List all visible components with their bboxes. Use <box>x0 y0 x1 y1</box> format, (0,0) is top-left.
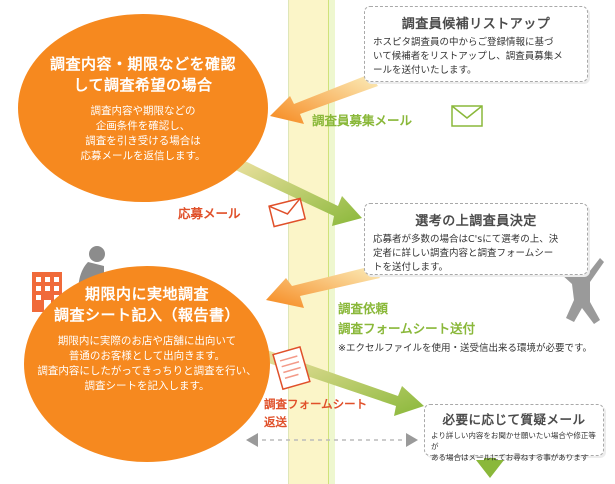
arrow-apply <box>214 150 362 226</box>
envelope-icon <box>268 197 307 228</box>
document-icon <box>272 345 311 391</box>
circle-body: 調査内容や期限などの 企画条件を確認し、 調査を引き受ける場合は 応募メールを返… <box>18 104 268 164</box>
box-body-line: ある場合はメールにてお尋ねする事があります <box>431 453 589 462</box>
circle-body-line: 調査内容や期限などの <box>90 105 196 117</box>
divider-band <box>288 0 328 484</box>
circle-title: 調査内容・期限などを確認 して調査希望の場合 <box>18 54 268 96</box>
circle-body-line: 期限内に実際のお店や店舗に出向いて <box>57 335 237 347</box>
circle-title-line: 調査シート記入（報告書） <box>53 306 240 324</box>
box-body-line: トを送付します。 <box>373 262 449 273</box>
divider-band-green <box>329 0 335 484</box>
box-body-line: より詳しい内容をお聞かせ願いたい場合や修正等が <box>431 431 596 451</box>
envelope-icon <box>451 105 483 127</box>
box-body-line: ホスピタ調査員の中からご登録情報に基づ <box>373 37 554 48</box>
label-recruit-mail: 調査員募集メール <box>312 113 413 128</box>
step-circle-confirm: 調査内容・期限などを確認 して調査希望の場合 調査内容や期限などの 企画条件を確… <box>18 14 268 202</box>
box-body-line: 応募者が多数の場合はC'sにて選考の上、決 <box>373 234 559 245</box>
label-apply-mail: 応募メール <box>178 206 241 221</box>
circle-body-line: 調査シートを記入します。 <box>84 380 210 392</box>
circle-title-line: して調査希望の場合 <box>73 76 213 94</box>
arrow-request <box>266 266 380 308</box>
arrow-down <box>476 452 504 478</box>
circle-body-line: 普通のお客様として出向きます。 <box>68 350 226 362</box>
step-box-selection: 選考の上調査員決定 応募者が多数の場合はC'sにて選考の上、決 定者に詳しい調査… <box>364 203 588 275</box>
dashed-connector <box>246 433 418 447</box>
label-sheet-return: 調査フォームシート <box>264 397 368 411</box>
circle-body-line: 調査を引き受ける場合は <box>85 135 201 147</box>
label-form-send: 調査フォームシート送付 <box>338 321 476 336</box>
box-title: 選考の上調査員決定 <box>415 214 537 229</box>
box-title: 必要に応じて質疑メール <box>442 412 586 427</box>
step-box-question-mail: 必要に応じて質疑メール より詳しい内容をお聞かせ願いたい場合や修正等が ある場合… <box>424 404 604 462</box>
arrow-recruit <box>270 74 378 124</box>
divider-line-left <box>288 0 289 484</box>
box-title: 調査員候補リストアップ <box>401 17 551 32</box>
circle-body-line: 応募メールを返信します。 <box>80 150 206 162</box>
divider-line-right <box>328 0 329 484</box>
box-body-line: いて候補者をリストアップし、調査員募集メ <box>373 51 563 62</box>
circle-body: 期限内に実際のお店や店舗に出向いて 普通のお客様として出向きます。 調査内容にし… <box>24 334 270 394</box>
box-body-line: 定者に詳しい調査内容と調査フォームシー <box>373 248 554 259</box>
box-body: ホスピタ調査員の中からご登録情報に基づ いて候補者をリストアップし、調査員募集メ… <box>365 32 587 78</box>
box-body-line: ールを送付いたします。 <box>373 65 477 76</box>
excel-note: ※エクセルファイルを使用・送受信出来る環境が必要です。 <box>338 343 593 354</box>
box-body: 応募者が多数の場合はC'sにて選考の上、決 定者に詳しい調査内容と調査フォームシ… <box>365 229 587 275</box>
label-request: 調査依頼 <box>338 301 389 316</box>
circle-title: 期限内に実地調査 調査シート記入（報告書） <box>24 284 270 326</box>
box-body: より詳しい内容をお聞かせ願いたい場合や修正等が ある場合はメールにてお尋ねする事… <box>425 428 603 463</box>
step-box-candidate-list: 調査員候補リストアップ ホスピタ調査員の中からご登録情報に基づ いて候補者をリス… <box>364 6 588 82</box>
circle-title-line: 調査内容・期限などを確認 <box>49 55 236 73</box>
circle-body-line: 調査内容にしたがってきっちりと調査を行い、 <box>37 365 257 377</box>
circle-body-line: 企画条件を確認し、 <box>95 120 191 132</box>
circle-title-line: 期限内に実地調査 <box>84 285 209 303</box>
label-sheet-return-2: 返送 <box>264 415 287 429</box>
step-circle-survey: 期限内に実地調査 調査シート記入（報告書） 期限内に実際のお店や店舗に出向いて … <box>24 266 270 462</box>
